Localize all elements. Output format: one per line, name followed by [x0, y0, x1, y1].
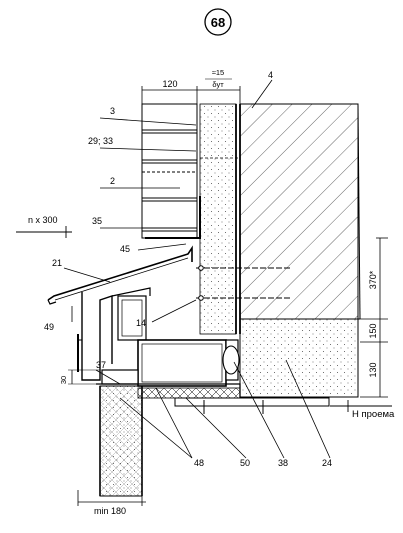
dim-150: 150 [368, 323, 378, 338]
dim-min-180: min 180 [94, 506, 126, 516]
callout-45: 45 [120, 244, 130, 254]
concrete-wall [239, 103, 361, 320]
callout-labels: 3 29; 33 2 35 45 21 49 14 37 48 50 38 24… [44, 70, 332, 468]
pitch-mark: n x 300 [16, 215, 72, 238]
lower-wall [99, 385, 143, 497]
support-angle [145, 196, 201, 239]
dim-pitch: n x 300 [28, 215, 58, 225]
callout-2: 2 [110, 176, 115, 186]
callout-49: 49 [44, 322, 54, 332]
callout-4: 4 [268, 70, 273, 80]
sheet-number: 68 [204, 8, 232, 36]
dim-30-mark: 30 [59, 369, 100, 385]
min-width-dim: min 180 [77, 490, 146, 516]
callout-29-33: 29; 33 [88, 136, 113, 146]
dim-gap: ≈15 [212, 68, 224, 77]
frame-profile [137, 339, 240, 387]
dim-30: 30 [59, 376, 68, 384]
anchor-dowels [196, 265, 292, 301]
top-dimension: 120 ≈15 δут [141, 68, 241, 104]
dim-370: 370* [368, 270, 378, 289]
opening-level: Н проема [330, 400, 395, 420]
callout-21: 21 [52, 258, 62, 268]
callout-37: 37 [96, 360, 106, 370]
insulation-layer [199, 103, 241, 335]
right-dimensions: 370* 150 130 [360, 237, 388, 398]
sheet-number-text: 68 [211, 15, 225, 30]
dim-gap-sub: δут [212, 80, 224, 89]
window-box [77, 287, 151, 381]
opening-level-text: Н проема [352, 409, 395, 420]
callout-24: 24 [322, 458, 332, 468]
flashing-drip [47, 245, 193, 305]
callout-38: 38 [278, 458, 288, 468]
callout-48: 48 [194, 458, 204, 468]
callout-3: 3 [110, 106, 115, 116]
callout-14: 14 [136, 318, 146, 328]
callout-leaders [63, 79, 331, 459]
callout-35: 35 [92, 216, 102, 226]
dim-120: 120 [162, 79, 177, 89]
callout-50: 50 [240, 458, 250, 468]
dim-130: 130 [368, 362, 378, 377]
lintel-block [239, 318, 360, 398]
